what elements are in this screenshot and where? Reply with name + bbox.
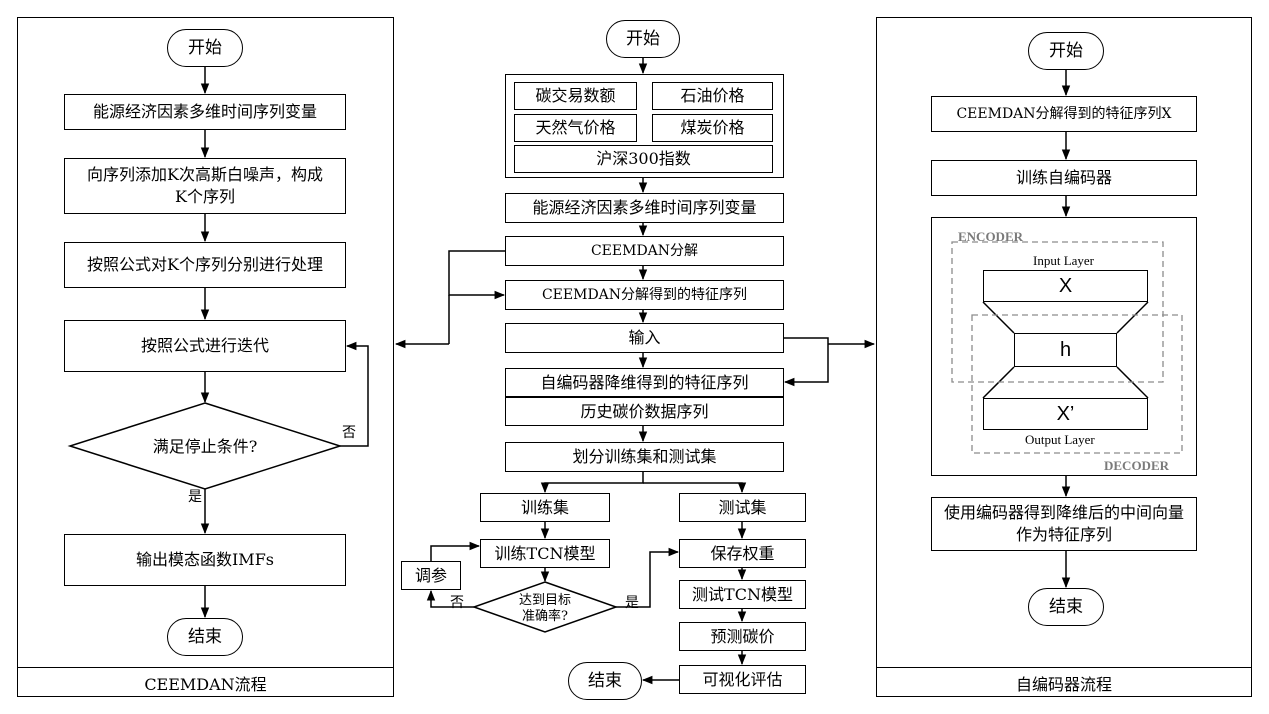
center-decision-diamond (471, 581, 619, 633)
decoder-tag: DECODER (1104, 458, 1170, 473)
center-step-split: 划分训练集和测试集 (505, 442, 784, 472)
center-step-ceemdan: CEEMDAN分解 (505, 236, 784, 266)
right-step-features-x: CEEMDAN分解得到的特征序列X (931, 96, 1197, 132)
left-step-process: 按照公式对K个序列分别进行处理 (64, 242, 346, 288)
input-oil-price: 石油价格 (652, 82, 773, 110)
left-start: 开始 (167, 29, 243, 67)
left-step-output-imfs: 输出模态函数IMFs (64, 534, 346, 586)
right-start: 开始 (1028, 32, 1104, 70)
left-connectors (200, 67, 369, 619)
center-start: 开始 (606, 20, 680, 58)
encoder-tag: ENCODER (958, 229, 1024, 244)
center-test-tcn: 测试TCN模型 (679, 580, 806, 609)
left-step-iterate: 按照公式进行迭代 (64, 320, 346, 372)
input-layer-label: Input Layer (1033, 253, 1095, 268)
right-step-train-ae: 训练自编码器 (931, 160, 1197, 196)
center-connectors (394, 58, 876, 685)
ae-hidden-h: h (1014, 333, 1117, 367)
left-step-add-noise: 向序列添加K次高斯白噪声，构成K个序列 (64, 158, 346, 214)
ae-output-xprime: X’ (983, 398, 1148, 430)
center-save-weights: 保存权重 (679, 539, 806, 568)
center-decision-text-1: 达到目标 (519, 593, 571, 608)
decoder-dashed-box (971, 314, 1183, 454)
output-layer-label: Output Layer (1025, 432, 1095, 447)
center-train-tcn: 训练TCN模型 (480, 539, 610, 568)
right-step-use-encoder: 使用编码器得到降维后的中间向量作为特征序列 (931, 497, 1197, 551)
center-tune: 调参 (401, 561, 461, 590)
center-end: 结束 (568, 662, 642, 700)
center-step-features: CEEMDAN分解得到的特征序列 (505, 280, 784, 310)
center-step-variables: 能源经济因素多维时间序列变量 (505, 193, 784, 223)
autoencoder-diagram-box (931, 217, 1197, 476)
center-train-set: 训练集 (480, 493, 610, 522)
ceemdan-panel (17, 17, 394, 697)
center-step-input: 输入 (505, 323, 784, 353)
left-no-label: 否 (342, 425, 356, 441)
input-coal-price: 煤炭价格 (652, 114, 773, 142)
autoencoder-panel-title: 自编码器流程 (876, 667, 1252, 697)
ceemdan-panel-title: CEEMDAN流程 (17, 667, 394, 697)
left-yes-label: 是 (188, 489, 202, 505)
right-end: 结束 (1028, 588, 1104, 626)
left-step-variables: 能源经济因素多维时间序列变量 (64, 94, 346, 130)
center-decision-text-2: 准确率? (522, 608, 568, 624)
ae-input-x: X (983, 270, 1148, 302)
center-visualize: 可视化评估 (679, 665, 806, 694)
input-hs300-index: 沪深300指数 (514, 145, 773, 173)
center-step-ae-features: 自编码器降维得到的特征序列 (505, 368, 784, 397)
left-decision-text: 满足停止条件? (153, 437, 258, 456)
encoder-dashed-box (951, 241, 1164, 383)
input-group-box (505, 74, 784, 178)
center-predict: 预测碳价 (679, 622, 806, 651)
autoencoder-hourglass (982, 301, 1149, 399)
center-step-history: 历史碳价数据序列 (505, 397, 784, 426)
input-carbon-trade: 碳交易数额 (514, 82, 637, 110)
autoencoder-panel (876, 17, 1252, 697)
input-gas-price: 天然气价格 (514, 114, 637, 142)
left-end: 结束 (167, 618, 243, 656)
center-test-set: 测试集 (679, 493, 806, 522)
